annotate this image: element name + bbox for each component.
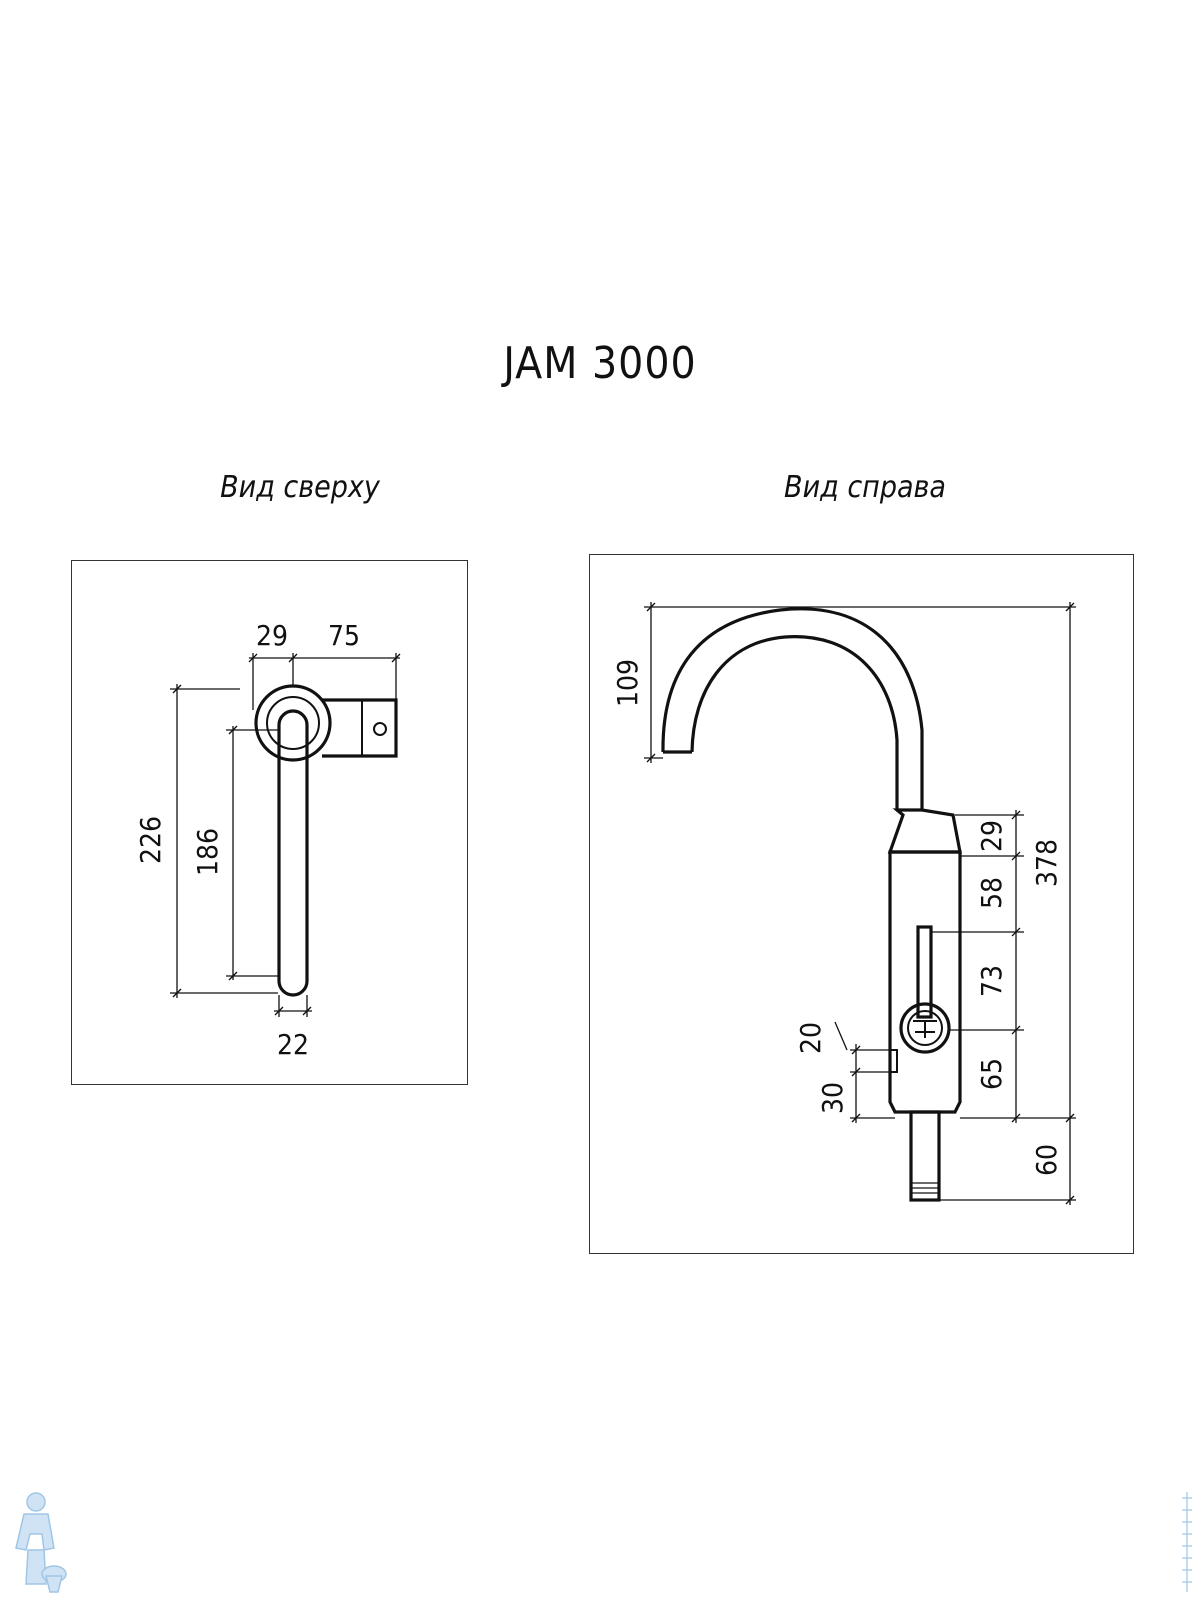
dim-label-186: 186 — [191, 828, 224, 876]
vertical-site-mark-icon — [1182, 1492, 1192, 1592]
dim-tick — [851, 1045, 861, 1055]
dim-label-30: 30 — [816, 1082, 849, 1114]
dim-tick — [1011, 851, 1021, 861]
dim-label-226: 226 — [134, 816, 167, 864]
dim-label-65: 65 — [975, 1058, 1008, 1090]
dim-tick — [288, 653, 298, 663]
right-view-drawing: 109 29 58 378 73 65 60 20 30 — [611, 602, 1076, 1205]
view-right-label: Вид справа — [784, 470, 946, 505]
spout-outer — [661, 607, 924, 810]
supply-pipe — [909, 1110, 941, 1202]
dim-tick — [1065, 1113, 1075, 1123]
plumber-mascot-icon — [15, 1492, 67, 1593]
brand-logo-disk — [899, 1002, 951, 1054]
dim-tick — [1011, 1025, 1021, 1035]
handle-pivot — [373, 722, 387, 736]
page-title: JAM 3000 — [503, 338, 697, 389]
dim-label-29: 29 — [975, 820, 1008, 852]
dim-label-73: 73 — [975, 965, 1008, 997]
dim-label-58: 58 — [975, 877, 1008, 909]
dim-label-109: 109 — [611, 659, 644, 707]
dim-label-29: 29 — [256, 619, 288, 652]
right-view-frame — [589, 554, 1134, 1254]
base-circle-inner — [266, 696, 320, 750]
dim-tick — [1065, 602, 1075, 612]
dim-tick — [1011, 1113, 1021, 1123]
dim-tick — [1065, 1195, 1075, 1205]
dim-tick — [302, 1006, 312, 1016]
pipe-thread — [911, 1182, 939, 1194]
lever-handle — [916, 925, 933, 1019]
brand-logo-ring — [907, 1010, 943, 1046]
body-notch — [890, 1049, 898, 1073]
dim-label-22: 22 — [277, 1028, 309, 1061]
handle-block — [322, 698, 398, 758]
dim-label-378: 378 — [1030, 839, 1063, 887]
view-top-label: Вид сверху — [220, 470, 380, 505]
dim-tick — [248, 653, 258, 663]
dim-tick — [228, 725, 238, 735]
top-view-drawing: 29 75 226 186 22 — [134, 619, 401, 1061]
dim-tick — [1011, 927, 1021, 937]
dim-label-60: 60 — [1030, 1144, 1063, 1176]
dim-tick — [1011, 810, 1021, 820]
dim-tick — [274, 1006, 284, 1016]
dim-tick — [851, 1113, 861, 1123]
brand-logo-icon — [913, 1020, 937, 1038]
dim-tick — [851, 1067, 861, 1077]
body-main — [888, 850, 962, 1114]
dim-tick — [646, 753, 656, 763]
dim-leader — [834, 1021, 848, 1051]
dim-label-75: 75 — [328, 619, 360, 652]
spout-inner — [690, 635, 899, 810]
dim-tick — [172, 988, 182, 998]
dim-tick — [646, 602, 656, 612]
top-view-frame — [71, 560, 468, 1085]
spout-bar — [277, 709, 309, 997]
dim-tick — [391, 653, 401, 663]
dim-label-20: 20 — [794, 1022, 827, 1054]
body-collar — [887, 808, 962, 854]
dim-tick — [172, 684, 182, 694]
dim-tick — [228, 971, 238, 981]
